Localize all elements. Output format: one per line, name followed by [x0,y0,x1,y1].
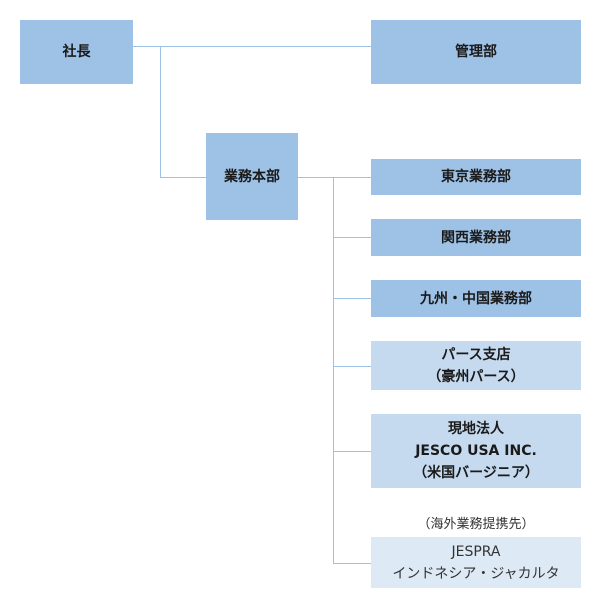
connector-perth [333,366,371,367]
connector-kyushu [333,298,371,299]
node-usa: 現地法人 JESCO USA INC. （米国バージニア） [371,414,581,488]
node-president: 社長 [20,20,133,84]
node-business-hq-label: 業務本部 [224,168,280,185]
connector-to-business [160,177,206,178]
node-tokyo-label: 東京業務部 [441,169,511,185]
node-admin: 管理部 [371,20,581,84]
node-perth-line1: パース支店 [441,346,511,363]
node-usa-line3: （米国バージニア） [413,465,539,481]
node-jespra: JESPRA インドネシア・ジャカルタ [371,537,581,588]
node-admin-label: 管理部 [455,44,497,60]
node-usa-line1: 現地法人 [448,421,504,437]
node-tokyo: 東京業務部 [371,159,581,195]
node-perth-line2: （豪州パース） [427,368,525,385]
connector-usa [333,451,371,452]
partner-note: （海外業務提携先） [417,517,535,532]
connector-business-vertical [333,177,334,564]
node-business-hq: 業務本部 [206,133,298,220]
connector-kansai [333,237,371,238]
node-kyushu-label: 九州・中国業務部 [420,290,532,307]
connector-jespra [333,563,371,564]
node-kansai-label: 関西業務部 [441,229,511,246]
node-kyushu: 九州・中国業務部 [371,280,581,317]
node-jespra-line1: JESPRA [451,543,501,560]
connector-president-admin [133,46,371,47]
node-kansai: 関西業務部 [371,219,581,256]
connector-business-tokyo [298,177,371,178]
connector-president-vertical [160,46,161,178]
node-jespra-line2: インドネシア・ジャカルタ [392,565,560,582]
node-usa-line2: JESCO USA INC. [415,443,537,459]
node-perth: パース支店 （豪州パース） [371,341,581,390]
node-president-label: 社長 [62,44,91,60]
